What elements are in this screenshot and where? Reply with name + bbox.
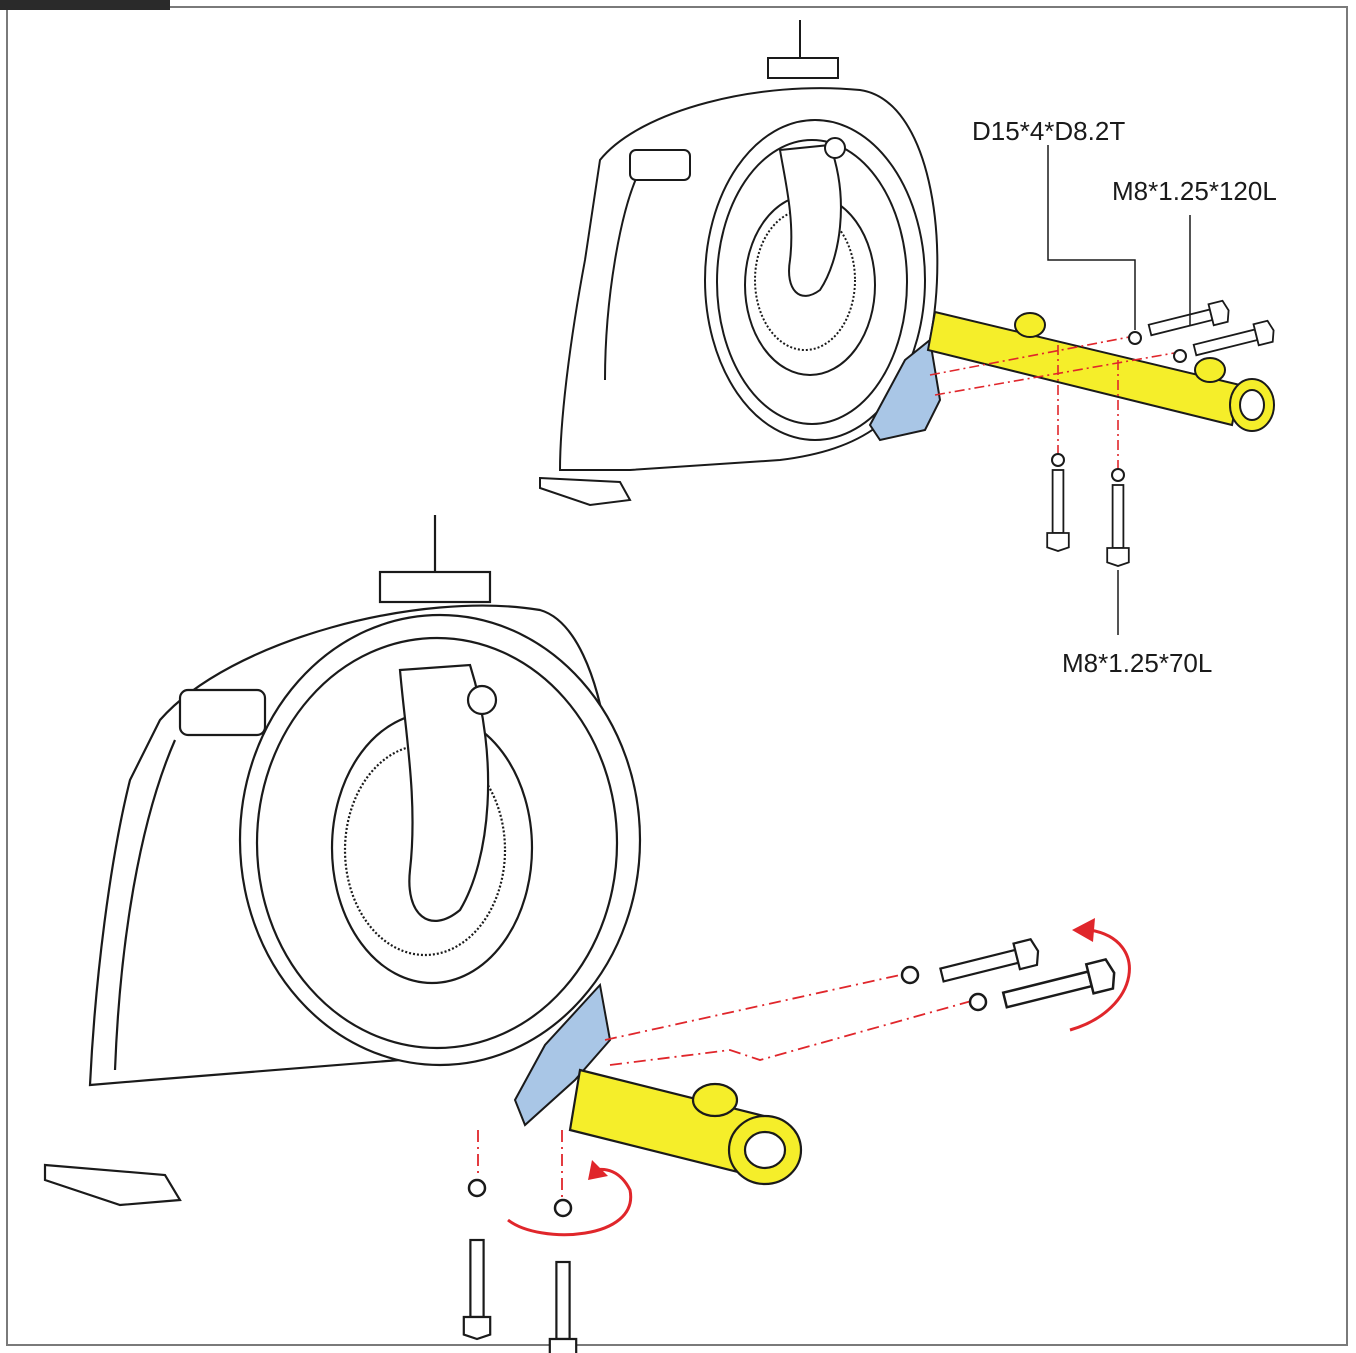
curved-arrow-icon: [1069, 918, 1131, 1032]
top-short-bolts: [1046, 453, 1130, 567]
washer-spec-label: D15*4*D8.2T: [972, 116, 1126, 146]
top-guide-lines: [929, 334, 1181, 470]
bottom-long-bolts: [900, 937, 1120, 1016]
long-bolt-spec-label: M8*1.25*120L: [1112, 176, 1277, 206]
bottom-trainer-body: [43, 515, 642, 1207]
bottom-short-bolts: [462, 1178, 578, 1353]
top-long-bolts: [1128, 299, 1278, 363]
bottom-bracket: [513, 982, 612, 1127]
washer-icon: [968, 992, 988, 1012]
bottom-guide-lines: [477, 974, 976, 1200]
page-frame: [6, 6, 1348, 1346]
washer-icon: [1173, 349, 1187, 363]
short-bolt-spec-label: M8*1.25*70L: [1062, 648, 1213, 678]
curved-arrow-icon: [507, 1160, 633, 1237]
top-stabilizer: [926, 310, 1275, 432]
bottom-stabilizer: [568, 1068, 803, 1186]
top-leader-lines: [1047, 145, 1191, 635]
header-tab: [0, 0, 170, 10]
top-trainer-body: [539, 20, 939, 507]
washer-icon: [900, 965, 920, 985]
top-bracket: [868, 338, 942, 442]
washer-icon: [1128, 331, 1142, 345]
